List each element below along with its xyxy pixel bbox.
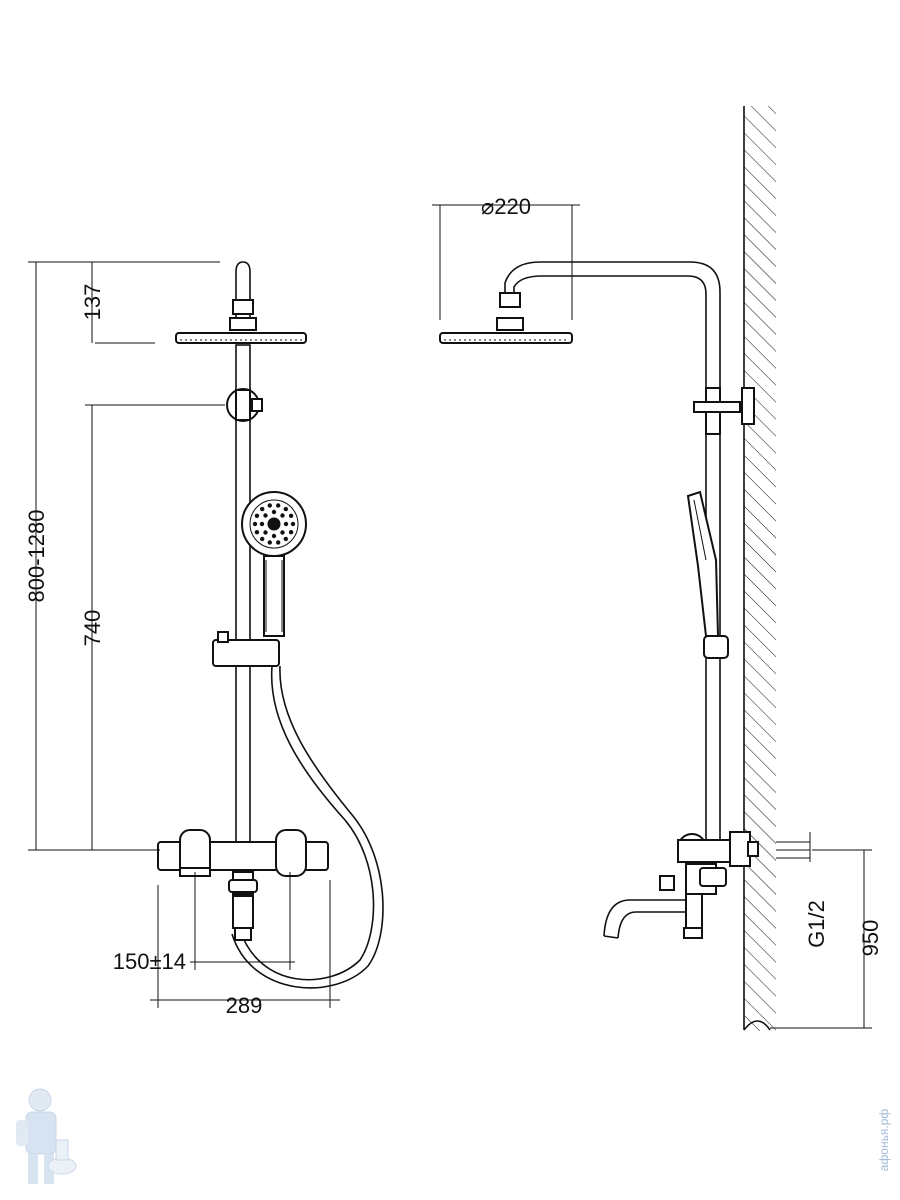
spray-nozzle xyxy=(283,536,288,542)
spray-nozzle xyxy=(263,513,268,518)
spray-nozzle xyxy=(288,530,294,535)
thermostatic-mixer-side xyxy=(603,831,759,939)
spray-nozzle xyxy=(254,530,260,535)
plumber-mascot-icon xyxy=(16,1088,77,1184)
spray-nozzle xyxy=(283,521,289,527)
spray-nozzle xyxy=(252,521,258,527)
thermostatic-mixer-front xyxy=(157,829,329,941)
spray-nozzle xyxy=(259,521,265,527)
spray-nozzle xyxy=(288,513,294,518)
hand-shower-side xyxy=(686,490,729,659)
dim-137: 137 xyxy=(80,284,105,321)
spray-nozzle xyxy=(271,533,277,539)
dim-g1-2: G1/2 xyxy=(804,900,829,948)
rain-head-side xyxy=(439,332,573,344)
spray-nozzle xyxy=(290,521,296,527)
spray-nozzle xyxy=(276,503,281,508)
spray-nozzle xyxy=(260,536,265,542)
spray-nozzle xyxy=(276,540,281,545)
spray-nozzle xyxy=(280,530,285,535)
wall-clamp-side xyxy=(693,387,755,435)
site-watermark: афонья.рф xyxy=(877,1109,891,1172)
dim-289: 289 xyxy=(226,993,263,1018)
slider-holder xyxy=(212,639,280,667)
hand-shower-front xyxy=(241,491,307,637)
spray-nozzle xyxy=(260,506,265,512)
spray-nozzle xyxy=(267,503,272,508)
shower-hose xyxy=(239,665,375,981)
dim-150: 150±14 xyxy=(113,949,186,974)
spray-nozzle xyxy=(280,513,285,518)
dim-740: 740 xyxy=(80,610,105,647)
wall-hatching xyxy=(744,106,776,1031)
side-view xyxy=(439,106,810,1031)
dim-800-1280: 800-1280 xyxy=(24,510,49,603)
spray-nozzle xyxy=(271,509,277,515)
front-view xyxy=(157,261,384,989)
rain-head-front xyxy=(175,332,307,344)
wall-clamp-front xyxy=(226,388,263,422)
spray-nozzle xyxy=(263,530,268,535)
side-dimensions xyxy=(432,204,872,1029)
dim-diameter-220: ⌀220 xyxy=(481,194,531,219)
spray-nozzle xyxy=(267,540,272,545)
front-dimensions xyxy=(28,261,340,1008)
spray-nozzle xyxy=(283,506,288,512)
dim-950: 950 xyxy=(858,920,883,957)
spray-nozzle xyxy=(254,513,260,518)
